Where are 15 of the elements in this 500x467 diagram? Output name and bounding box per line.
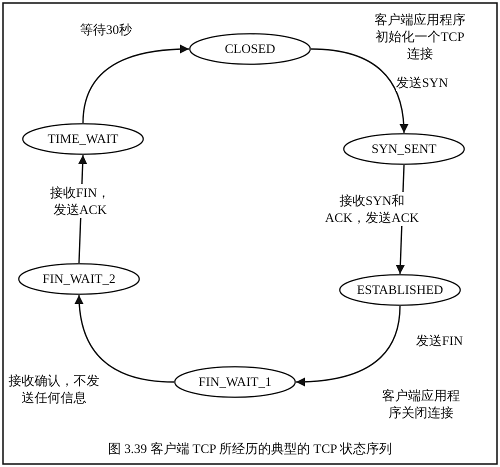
arrow (74, 294, 174, 383)
figure-caption: 图 3.39 客户端 TCP 所经历的典型的 TCP 状态序列 (107, 440, 393, 457)
edge-label: 接收SYN和ACK，发送ACK (322, 192, 422, 226)
arrow (310, 48, 408, 134)
state-ellipse: TIME_WAIT (22, 123, 144, 155)
state-ellipse: FIN_WAIT_2 (18, 263, 140, 295)
state-ellipse: ESTABLISHED (339, 274, 461, 306)
note-text: 客户端应用程序初始化一个TCP连接 (374, 11, 466, 62)
arrow (82, 44, 190, 124)
state-ellipse: SYN_SENT (343, 133, 465, 165)
edge-label: 接收确认，不发送任何信息 (6, 372, 102, 406)
arrow (296, 306, 401, 386)
note-text: 客户端应用程序关闭连接 (381, 387, 461, 421)
state-ellipse: FIN_WAIT_1 (174, 366, 296, 398)
state-ellipse: CLOSED (189, 33, 311, 65)
